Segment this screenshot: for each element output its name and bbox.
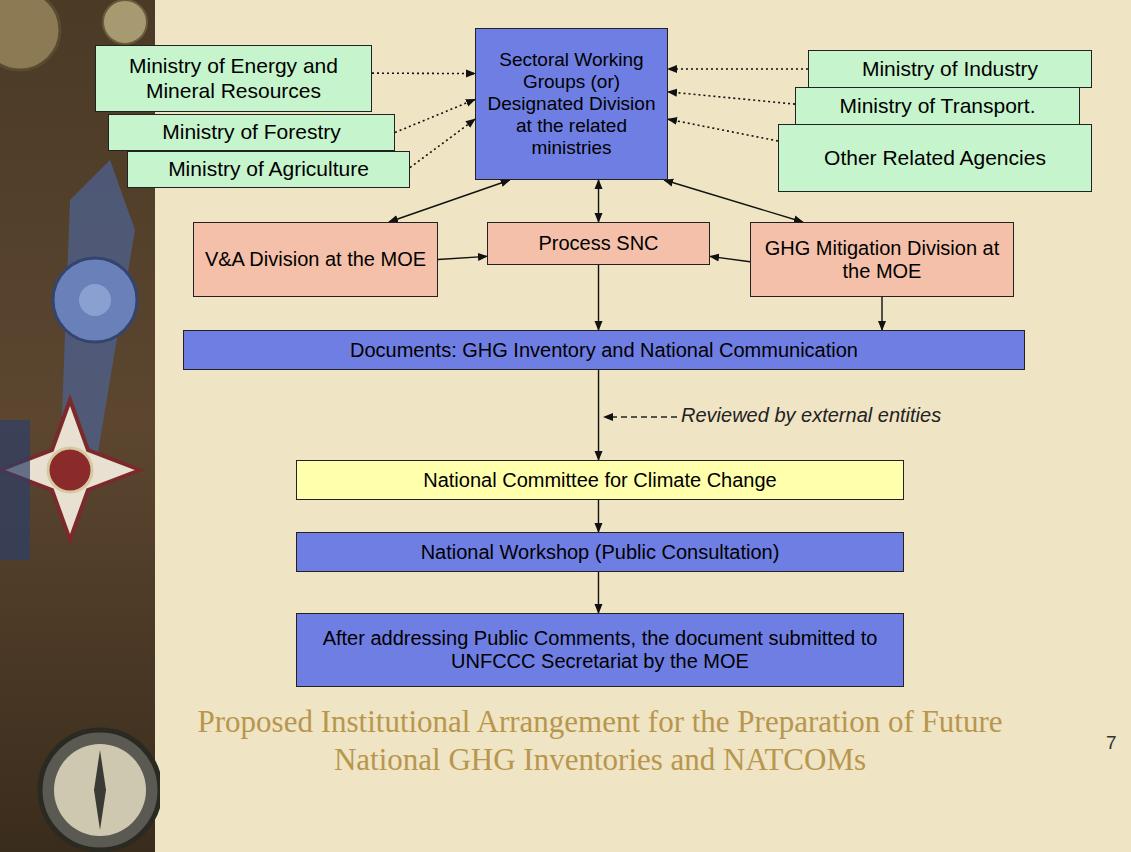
dotted-connector xyxy=(372,72,475,74)
ministry-box: Ministry of Energy and Mineral Resources xyxy=(95,45,372,112)
division-box: GHG Mitigation Division at the MOE xyxy=(750,222,1014,297)
box-text: National Workshop (Public Consultation) xyxy=(421,541,780,564)
slide-title: Proposed Institutional Arrangement for t… xyxy=(150,703,1050,779)
box-text: Process SNC xyxy=(538,232,658,255)
arrow-connector xyxy=(598,180,599,222)
compass xyxy=(40,730,160,850)
ministry-box: Ministry of Forestry xyxy=(108,114,395,151)
compass-face xyxy=(54,744,146,836)
box-text: Ministry of Forestry xyxy=(162,120,341,144)
rosette-center xyxy=(79,284,111,316)
box-text: Ministry of Industry xyxy=(862,57,1038,81)
ribbon xyxy=(0,420,30,560)
review-note: Reviewed by external entities xyxy=(681,404,941,427)
box-text: Ministry of Energy and Mineral Resources xyxy=(103,54,364,102)
submission-bar: After addressing Public Comments, the do… xyxy=(296,613,904,687)
arrow-connector xyxy=(710,256,750,261)
process-box: Process SNC xyxy=(487,222,710,265)
box-text: Sectoral Working Groups (or) Designated … xyxy=(483,49,660,158)
arrow-connector xyxy=(598,500,599,532)
coin xyxy=(0,0,60,70)
arrow-connector xyxy=(598,370,599,460)
arrow-connector xyxy=(598,265,599,330)
compass-needle xyxy=(94,750,106,830)
leader-line xyxy=(612,416,677,418)
ministry-box: Ministry of Transport. xyxy=(795,87,1080,125)
agency-box: Other Related Agencies xyxy=(778,124,1092,192)
box-text: Ministry of Agriculture xyxy=(168,157,369,181)
box-text: Other Related Agencies xyxy=(824,146,1046,170)
arrow-connector xyxy=(438,256,487,259)
working-group-box: Sectoral Working Groups (or) Designated … xyxy=(475,28,668,180)
box-text: Ministry of Transport. xyxy=(839,94,1035,118)
box-text: Documents: GHG Inventory and National Co… xyxy=(350,339,858,362)
workshop-bar: National Workshop (Public Consultation) xyxy=(296,532,904,572)
rosette xyxy=(53,258,137,342)
ministry-box: Ministry of Industry xyxy=(808,50,1092,88)
dotted-connector xyxy=(668,92,795,104)
committee-bar: National Committee for Climate Change xyxy=(296,460,904,500)
ministry-box: Ministry of Agriculture xyxy=(127,151,410,188)
division-box: V&A Division at the MOE xyxy=(193,222,438,297)
arrow-connector xyxy=(598,572,599,613)
dotted-connector xyxy=(668,68,808,70)
coin xyxy=(103,0,147,44)
box-text: After addressing Public Comments, the do… xyxy=(304,627,896,673)
dotted-connector xyxy=(668,119,778,141)
box-text: GHG Mitigation Division at the MOE xyxy=(758,237,1006,283)
arrow-connector xyxy=(881,297,882,330)
dotted-connector xyxy=(410,119,475,167)
leader-arrowhead xyxy=(603,413,613,421)
page-number: 7 xyxy=(1106,732,1117,754)
box-text: V&A Division at the MOE xyxy=(205,248,426,271)
document-bar: Documents: GHG Inventory and National Co… xyxy=(183,330,1025,370)
box-text: National Committee for Climate Change xyxy=(423,469,777,492)
